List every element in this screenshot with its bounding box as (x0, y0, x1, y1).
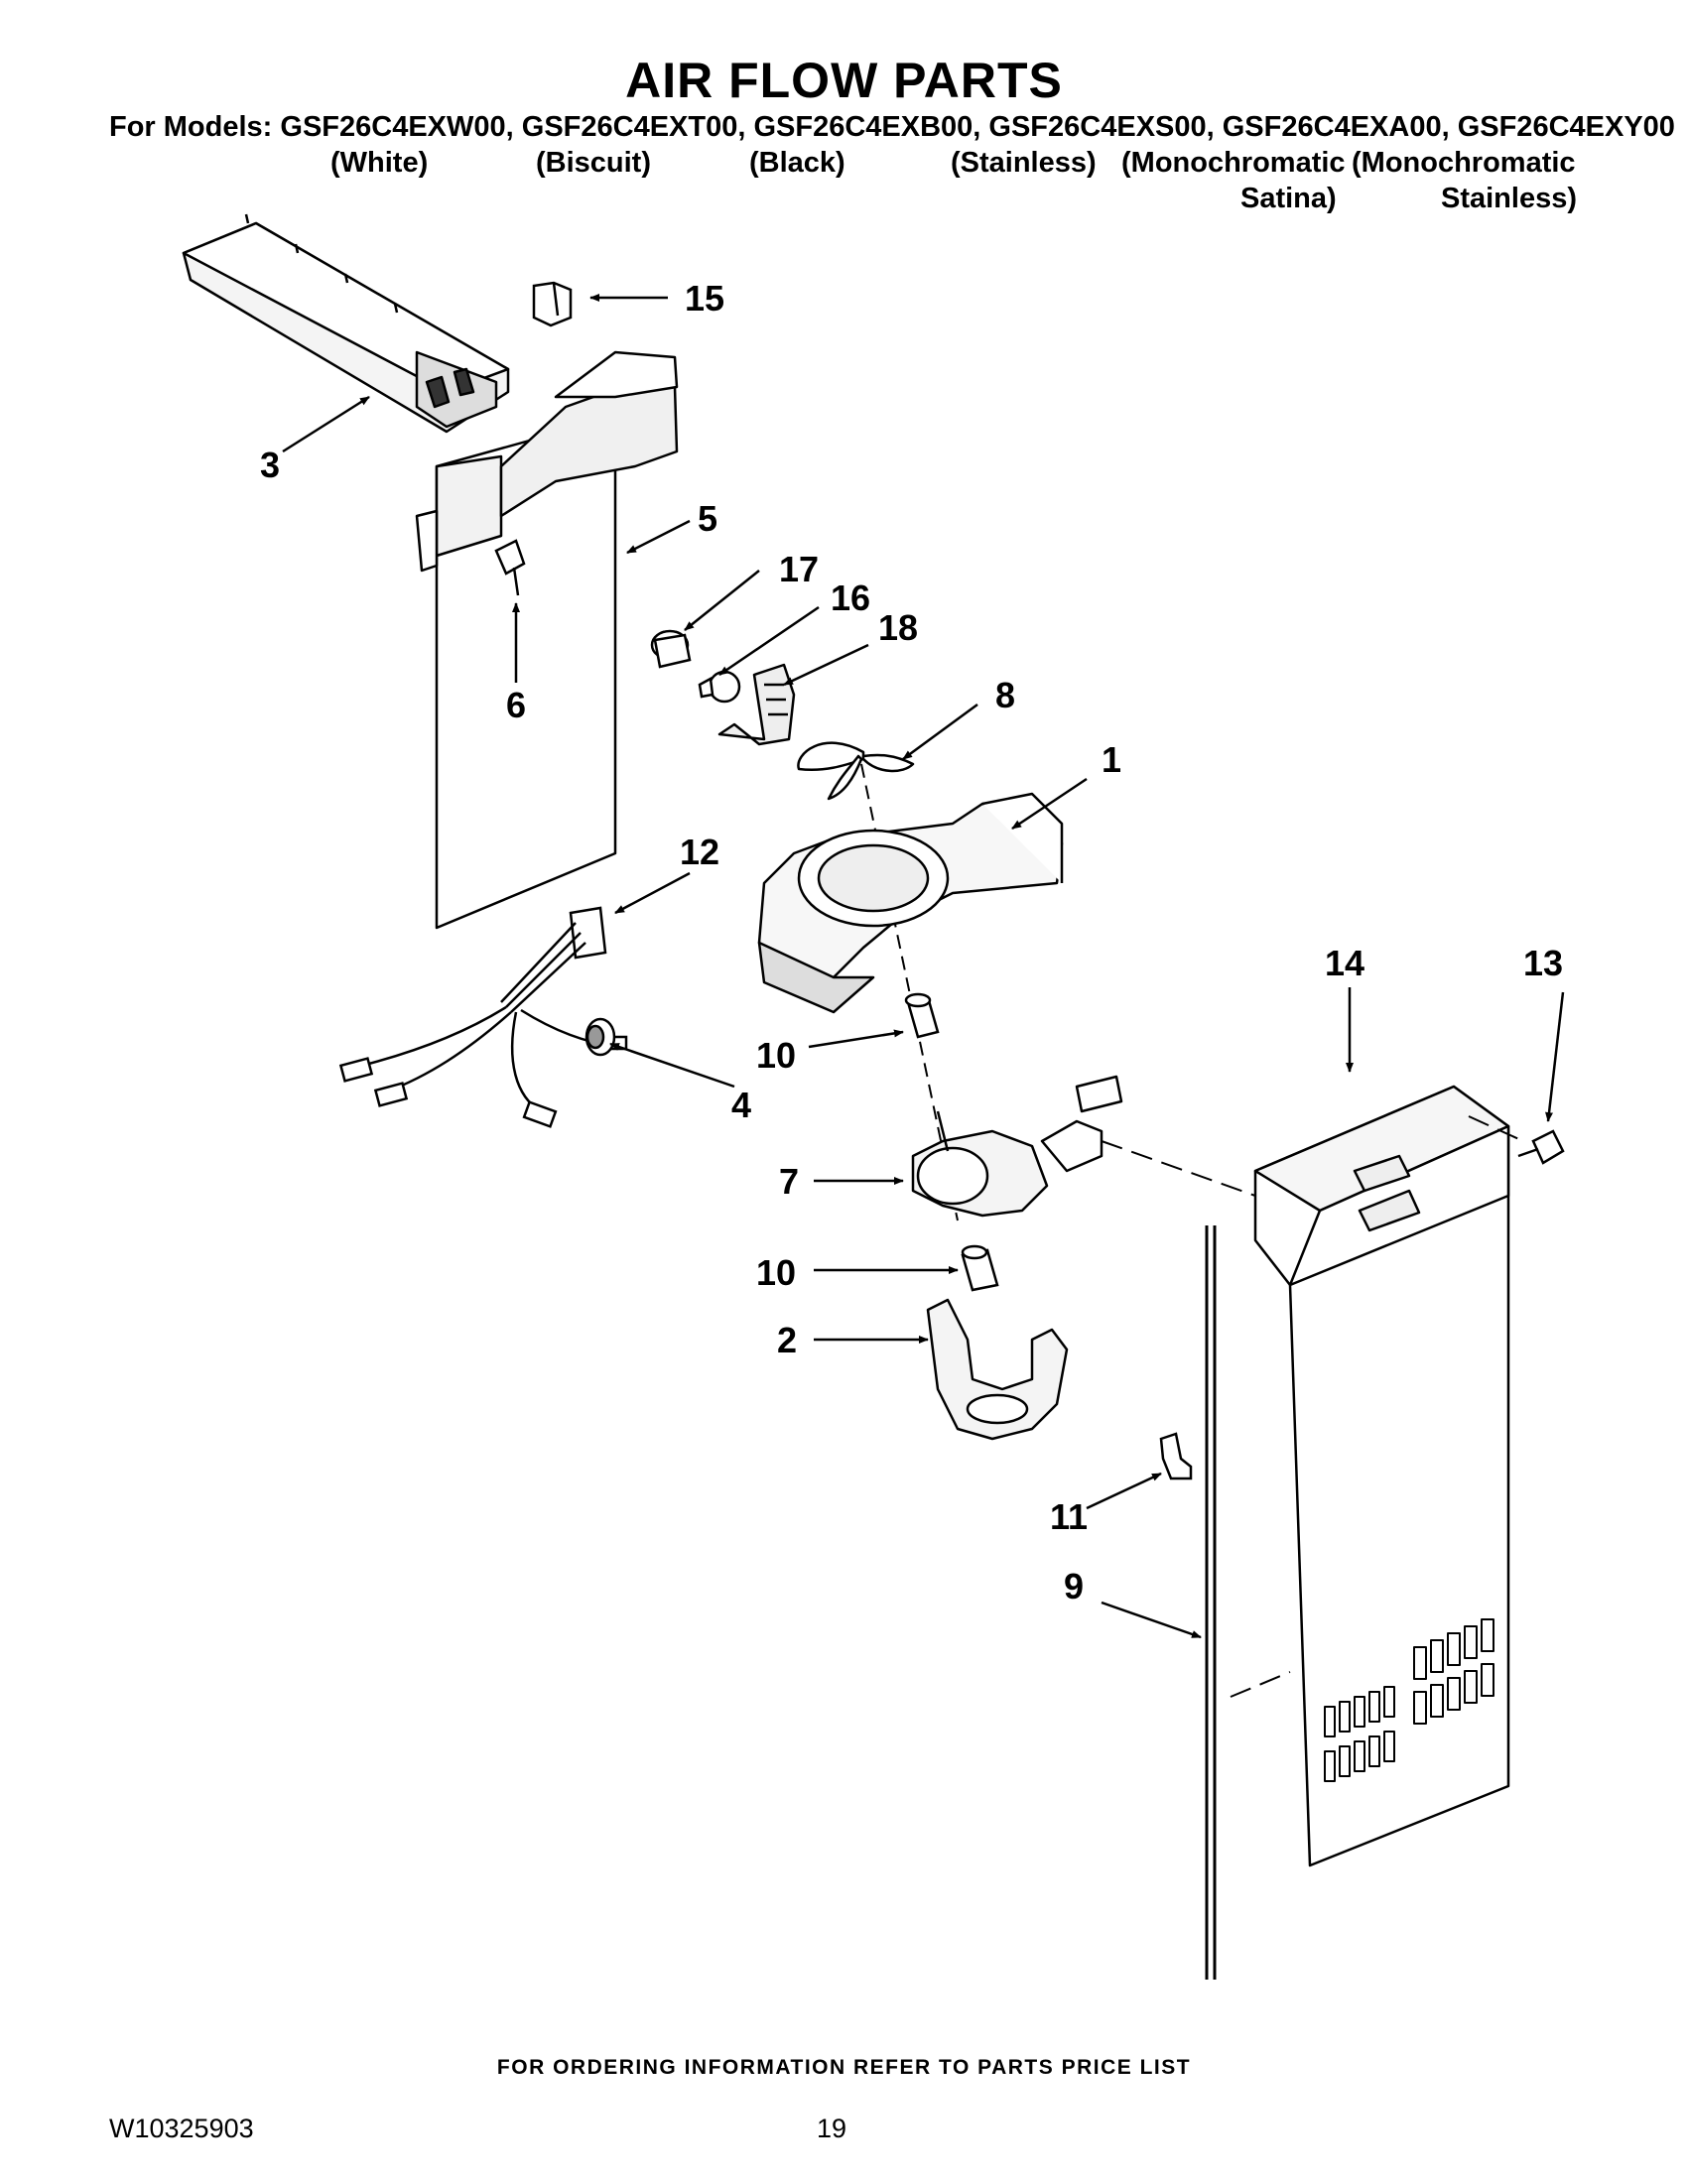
variant-white: (White) (330, 147, 429, 179)
variant-black: (Black) (749, 147, 845, 179)
callout-14: 14 (1325, 943, 1365, 983)
callout-13: 13 (1523, 943, 1564, 983)
ordering-info: FOR ORDERING INFORMATION REFER TO PARTS … (496, 2056, 1192, 2079)
callout-16: 16 (831, 578, 871, 618)
part-10-grommet-bottom (961, 1244, 999, 1292)
part-4-grommet (584, 1017, 616, 1057)
variant-stainless: (Stainless) (951, 147, 1097, 179)
callout-10-bottom: 10 (756, 1252, 797, 1293)
callout-2: 2 (777, 1320, 798, 1360)
callout-1: 1 (1102, 739, 1122, 780)
part-9-gasket (1205, 1225, 1217, 1980)
part-17-socket (650, 629, 692, 669)
vent-slots (1324, 1618, 1494, 1782)
callout-18: 18 (878, 607, 919, 648)
callout-4: 4 (731, 1085, 752, 1125)
callout-6: 6 (506, 685, 527, 725)
part-14-rear-panel (1253, 1085, 1510, 1867)
callout-3: 3 (260, 445, 281, 485)
variant-mono-stainless-2: Stainless) (1441, 183, 1577, 214)
part-2-bracket (926, 1298, 1069, 1441)
variant-mono-satina-2: Satina) (1240, 183, 1337, 214)
part-10-grommet-top (904, 992, 940, 1039)
part-1-fan-housing (757, 792, 1064, 1014)
callout-12: 12 (680, 832, 720, 872)
doc-number: W10325903 (109, 2114, 254, 2143)
callout-15: 15 (685, 278, 725, 319)
page-number: 19 (817, 2114, 847, 2143)
dashed-leaders (1101, 1115, 1524, 1698)
page-title: AIR FLOW PARTS (625, 53, 1063, 108)
part-8-fan-blade (797, 741, 915, 801)
part-15-clip (532, 281, 573, 327)
callout-arrows (282, 294, 1565, 1639)
part-13-screw (1517, 1129, 1565, 1165)
part-7-motor (911, 1075, 1123, 1218)
part-16-bulb (698, 670, 741, 704)
callout-17: 17 (779, 549, 820, 589)
callout-9: 9 (1064, 1566, 1085, 1606)
part-11-clip (1159, 1432, 1193, 1480)
callout-11: 11 (1050, 1496, 1089, 1537)
variant-mono-satina-1: (Monochromatic (1121, 147, 1346, 179)
part-18-cover (717, 663, 796, 746)
variant-biscuit: (Biscuit) (536, 147, 651, 179)
part-6-screw (494, 539, 526, 596)
variant-mono-stainless-1: (Monochromatic (1352, 147, 1576, 179)
callout-8: 8 (995, 675, 1016, 715)
part-3-shroud (182, 213, 510, 434)
part-5-duct (415, 350, 679, 930)
callout-7: 7 (779, 1161, 800, 1202)
callout-10-top: 10 (756, 1035, 797, 1076)
part-12-harness (338, 906, 628, 1128)
callout-5: 5 (698, 498, 718, 539)
models-line: For Models: GSF26C4EXW00, GSF26C4EXT00, … (109, 111, 1675, 143)
